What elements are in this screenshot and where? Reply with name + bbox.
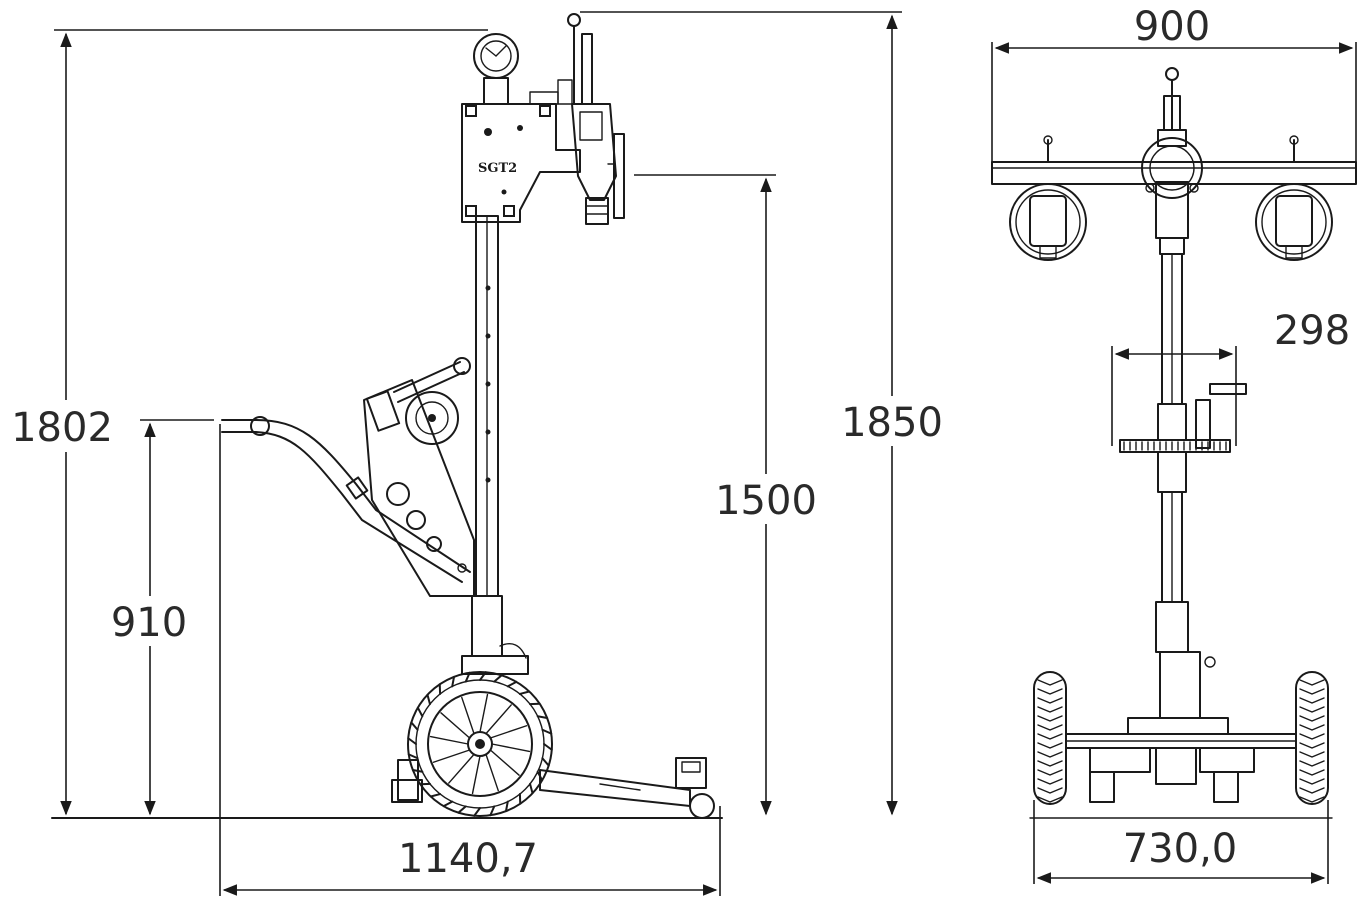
brand-mark: SGT2	[478, 161, 517, 176]
suction-pad-left	[1009, 135, 1087, 261]
dim-label-1850: 1850	[841, 400, 943, 446]
dim-label-910: 910	[111, 600, 187, 646]
front-wheel-left	[1033, 671, 1067, 805]
head-plate: SGT2	[461, 33, 581, 223]
front-wheel-right	[1295, 671, 1329, 805]
dimension-1500: 1500	[634, 174, 820, 816]
front-view: 900 298 730,0	[991, 4, 1357, 884]
winch	[365, 357, 471, 445]
vacuum-head	[567, 13, 625, 225]
dim-label-730-0: 730,0	[1123, 826, 1238, 872]
main-wheel	[407, 671, 553, 817]
dim-label-900: 900	[1134, 4, 1210, 50]
dimension-1140-7: 1140,7	[219, 424, 721, 896]
dim-label-1140-7: 1140,7	[398, 836, 538, 882]
front-axle	[1065, 717, 1297, 803]
dimension-298: 298	[1111, 308, 1350, 446]
dim-label-1802: 1802	[11, 405, 113, 451]
base-leg	[391, 757, 721, 819]
dimension-1802: 1802	[0, 29, 488, 816]
dimension-1850: 1850	[580, 11, 948, 816]
dimension-730-0: 730,0	[1033, 800, 1329, 884]
dimension-910: 910	[104, 419, 214, 816]
front-head	[1141, 67, 1203, 255]
dim-label-1500: 1500	[715, 478, 817, 524]
mast	[461, 215, 529, 675]
dim-label-298: 298	[1274, 308, 1350, 354]
cross-beam	[991, 161, 1357, 185]
front-mast	[1119, 253, 1247, 719]
handle-frame	[221, 379, 475, 597]
side-view: 1802 910 1500 1850 1140,7	[0, 11, 948, 896]
dimension-900: 900	[991, 4, 1357, 184]
suction-pad-right	[1255, 135, 1333, 261]
